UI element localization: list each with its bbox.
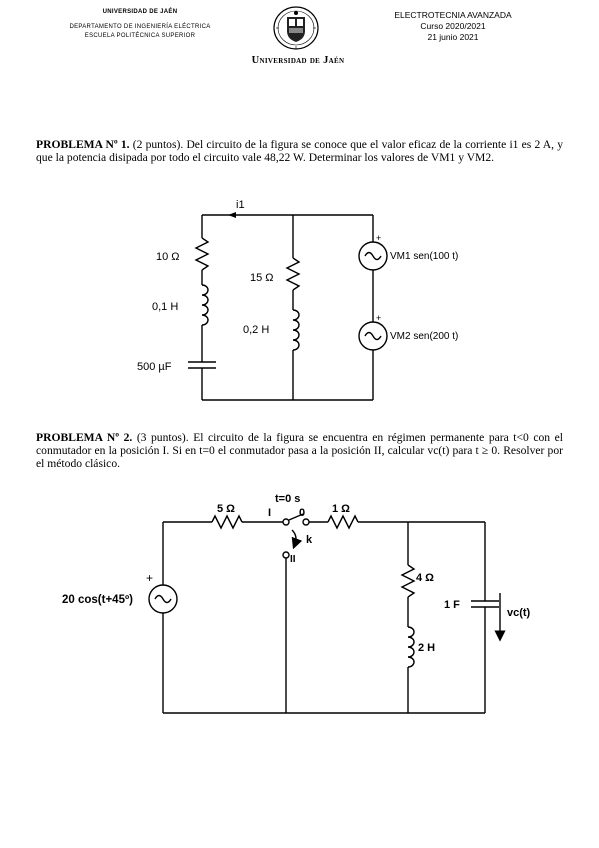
c1-plus-1: + xyxy=(376,233,381,243)
university-name: UNIVERSIDAD DE JAÉN xyxy=(102,9,178,15)
c1-c1-label: 500 µF xyxy=(137,361,172,373)
c1-l2-label: 0,2 H xyxy=(243,324,269,336)
problem-1-statement: PROBLEMA Nº 1. (2 puntos). Del circuito … xyxy=(36,138,563,164)
problem-2-points: (3 puntos). xyxy=(136,431,189,444)
c2-pos-i: I xyxy=(268,507,271,519)
problem-1-points: (2 puntos). xyxy=(132,138,184,151)
problem-1-text: Del circuito de la figura se conoce que … xyxy=(36,138,563,164)
department-name: DEPARTAMENTO DE INGENIERÍA ELÉCTRICA xyxy=(69,24,211,30)
circuit-1 xyxy=(188,214,388,401)
course-year: Curso 2020/2021 xyxy=(420,21,486,31)
c1-l1-label: 0,1 H xyxy=(152,301,178,313)
school-name: ESCUELA POLITÉCNICA SUPERIOR xyxy=(84,33,196,39)
course-name: ELECTROTECNIA AVANZADA xyxy=(394,10,512,20)
c2-pos-ii: II xyxy=(290,554,296,565)
circuit-2 xyxy=(148,513,506,714)
problem-2-statement: PROBLEMA Nº 2. (3 puntos). El circuito d… xyxy=(36,431,563,470)
problem-1-title: PROBLEMA Nº 1. xyxy=(36,138,130,151)
university-seal-icon xyxy=(273,6,319,50)
c2-k-label: k xyxy=(306,534,313,546)
c1-r2-label: 15 Ω xyxy=(250,272,274,284)
c2-switch-time: t=0 s xyxy=(275,493,300,505)
c1-current-label: i1 xyxy=(236,199,245,211)
c2-l-label: 2 H xyxy=(418,642,435,654)
problem-2-text: El circuito de la figura se encuentra en… xyxy=(36,431,563,470)
c2-r3-label: 4 Ω xyxy=(416,572,434,584)
current-arrow-icon xyxy=(228,212,236,218)
c2-source-label: 20 cos(t+45º) xyxy=(62,594,133,606)
c1-src1-label: VM1 sen(100 t) xyxy=(390,251,458,262)
c1-plus-2: + xyxy=(376,313,381,323)
seal-caption: Universidad de Jaén xyxy=(251,55,345,66)
c2-vc-label: vc(t) xyxy=(507,607,531,619)
header-right: ELECTROTECNIA AVANZADA Curso 2020/2021 2… xyxy=(378,10,528,43)
exam-date: 21 junio 2021 xyxy=(427,32,479,42)
c1-src2-label: VM2 sen(200 t) xyxy=(390,331,458,342)
c2-plus: + xyxy=(146,571,153,585)
header-left: UNIVERSIDAD DE JAÉN DEPARTAMENTO DE INGE… xyxy=(40,8,240,41)
c1-r1-label: 10 Ω xyxy=(156,251,180,263)
c2-r1-label: 5 Ω xyxy=(217,503,235,515)
c2-c-label: 1 F xyxy=(444,599,460,611)
c2-r2-label: 1 Ω xyxy=(332,503,350,515)
problem-2-title: PROBLEMA Nº 2. xyxy=(36,431,133,444)
c2-pos-0: 0 xyxy=(299,507,305,519)
